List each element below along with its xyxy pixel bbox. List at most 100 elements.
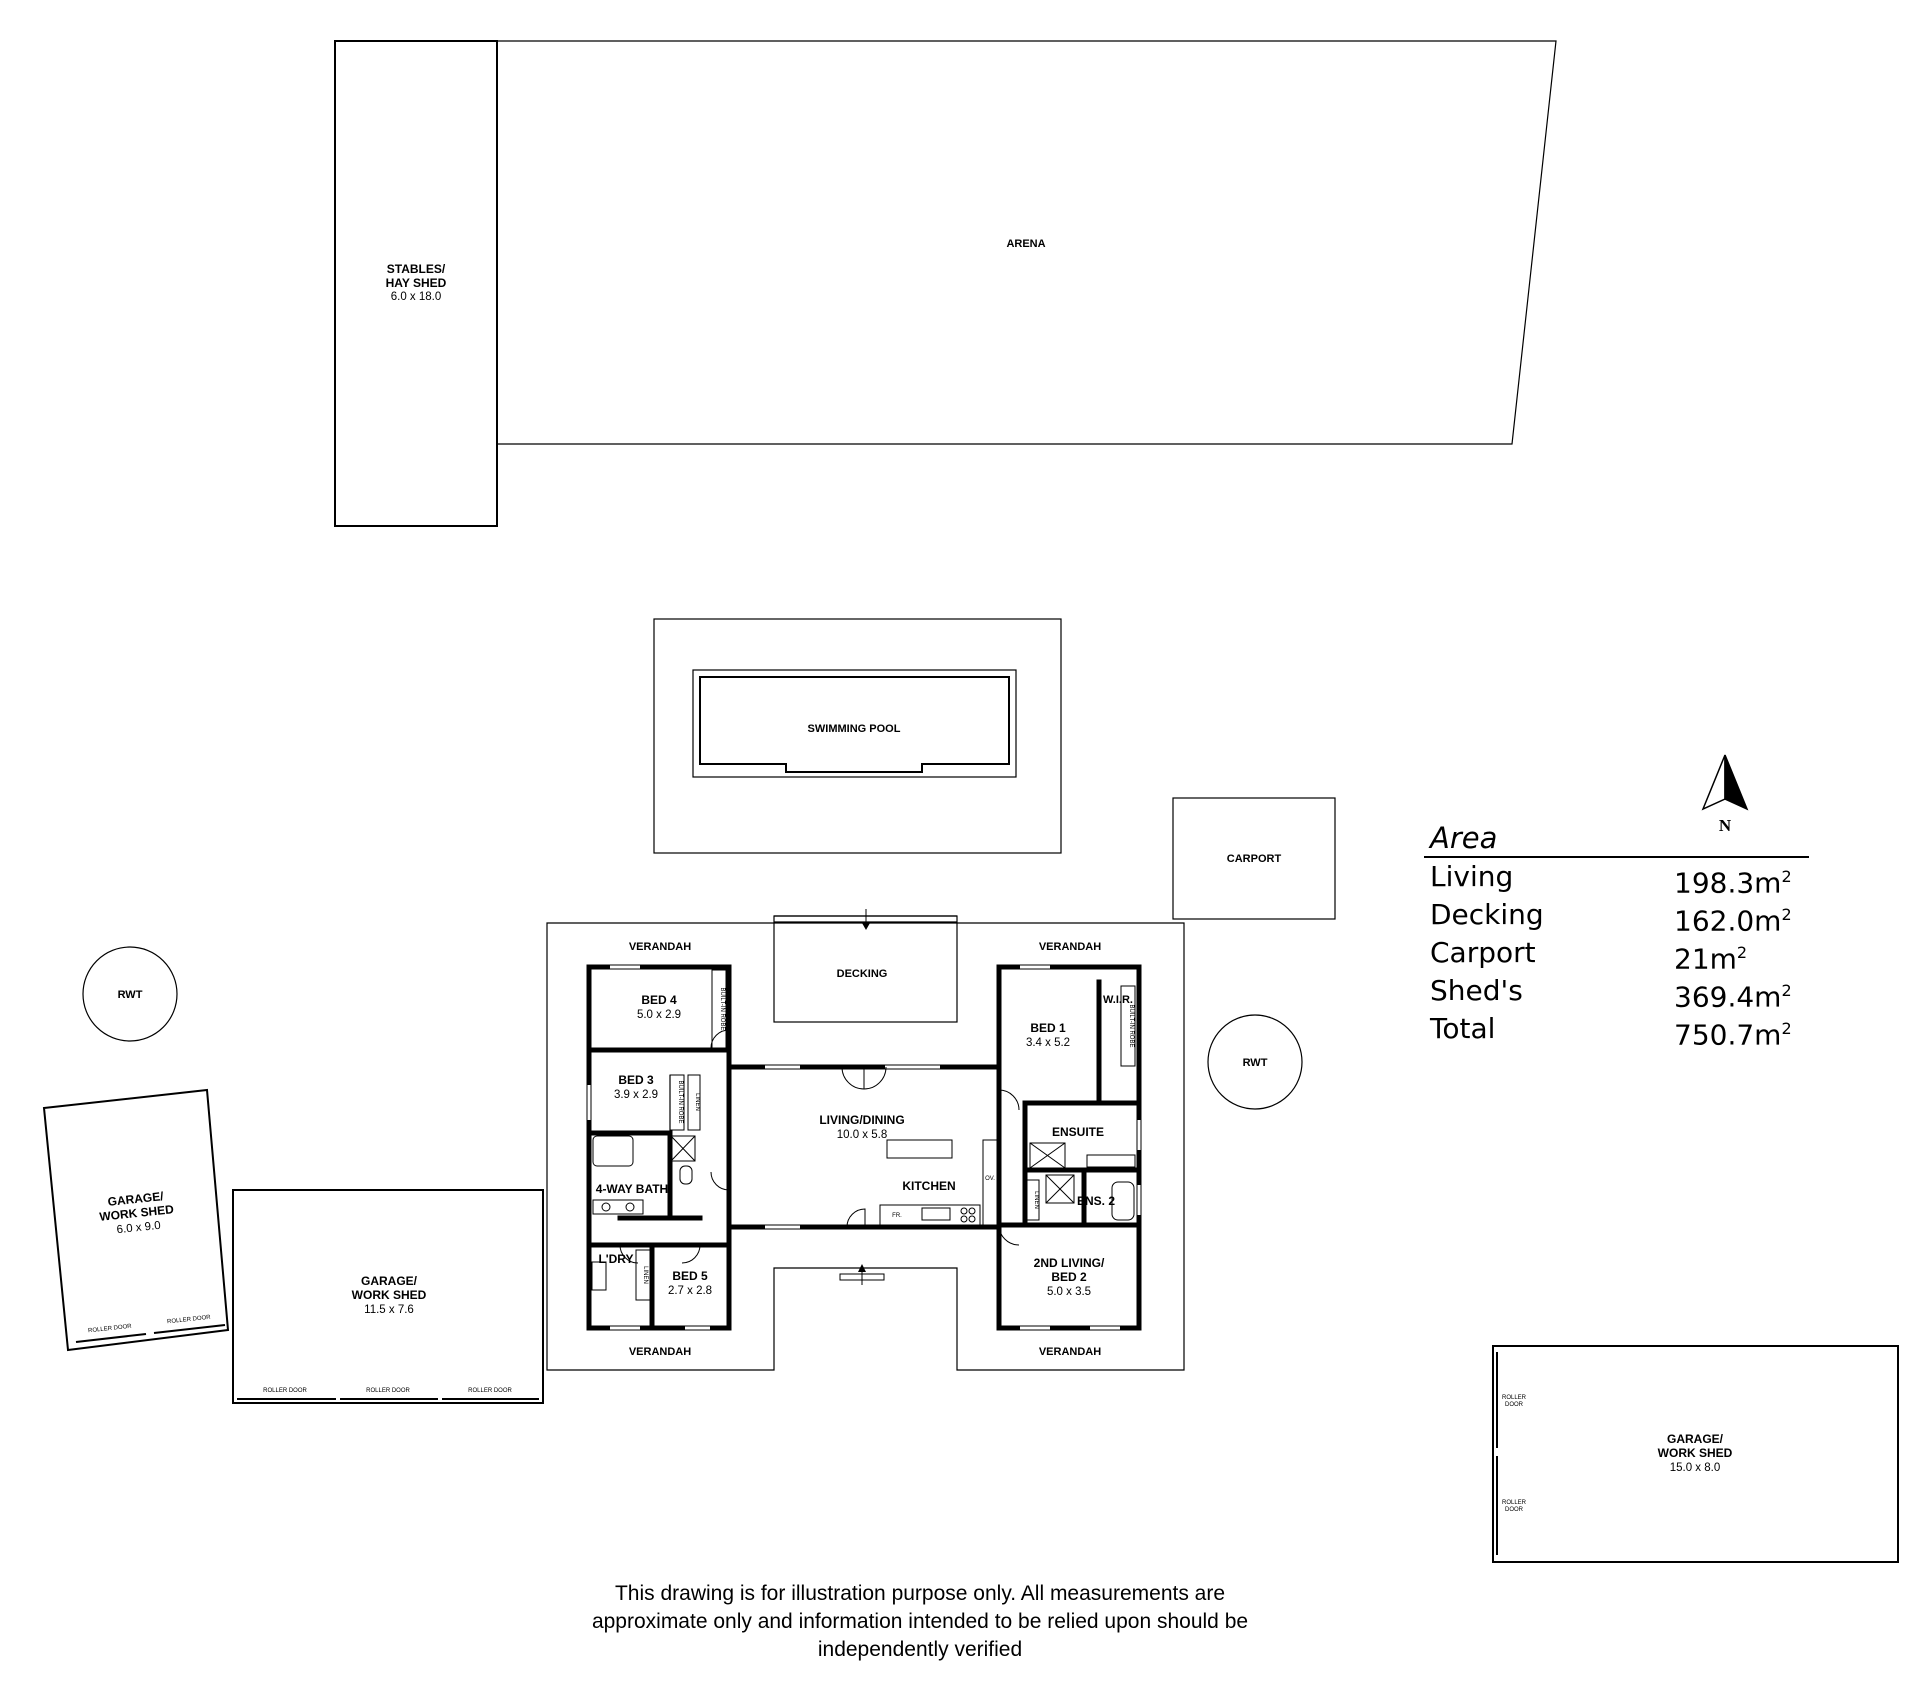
garage-a-dims: 6.0 x 9.0 xyxy=(116,1220,161,1237)
garage-b-dims: 11.5 x 7.6 xyxy=(364,1304,414,1316)
garage-c-label: GARAGE/ xyxy=(1667,1432,1724,1446)
bed1-label: BED 1 xyxy=(1030,1021,1066,1035)
living2-label-2: BED 2 xyxy=(1051,1270,1087,1284)
linen-hall xyxy=(1026,1179,1040,1221)
stables-label: STABLES/ xyxy=(387,262,446,276)
disclaimer-line: This drawing is for illustration purpose… xyxy=(614,1582,1226,1605)
garage-a-door-label-2: ROLLER DOOR xyxy=(167,1315,212,1326)
ens2-label: ENS. 2 xyxy=(1077,1194,1115,1208)
area-row-name: Decking xyxy=(1430,898,1544,931)
pool-water xyxy=(699,676,1010,773)
bath-basin xyxy=(601,1202,611,1212)
pantry xyxy=(982,1139,998,1226)
bathtub xyxy=(592,1135,634,1167)
bath-shower-x2 xyxy=(670,1135,696,1162)
verandah-top-right-label: VERANDAH xyxy=(1039,941,1101,953)
verandah-bottom-right-label: VERANDAH xyxy=(1039,1346,1101,1358)
robe-bed4 xyxy=(711,969,727,1049)
garage-c-dims: 15.0 x 8.0 xyxy=(1670,1462,1721,1474)
area-row-name: Carport xyxy=(1430,936,1536,969)
entry-arrow-top-head xyxy=(862,923,870,930)
garage-a-door xyxy=(75,1333,147,1343)
kitchen-bench xyxy=(879,1204,981,1226)
pool-surround xyxy=(653,618,1062,854)
laundry-label: L'DRY xyxy=(598,1252,633,1266)
north-arrow-icon: N xyxy=(1701,754,1749,833)
carport-outline xyxy=(1172,797,1336,920)
area-row-living: Living 198.3m2 xyxy=(1424,858,1809,899)
bath-shower xyxy=(670,1135,696,1162)
robe-bed1 xyxy=(1120,985,1136,1067)
garage-c-outline xyxy=(1492,1345,1899,1563)
cooktop-2 xyxy=(968,1207,976,1215)
living-dims: 10.0 x 5.8 xyxy=(837,1129,888,1141)
bed3-label: BED 3 xyxy=(618,1073,654,1087)
living2-label: 2ND LIVING/ xyxy=(1034,1256,1105,1270)
north-label: N xyxy=(1719,816,1732,833)
disclaimer-line: independently verified xyxy=(817,1638,1023,1661)
area-row-total: Total 750.7m2 xyxy=(1424,1010,1809,1051)
garage-c-door-label-2: ROLLER xyxy=(1502,1500,1527,1506)
garage-b-label-2: WORK SHED xyxy=(352,1288,427,1302)
bed4-label: BED 4 xyxy=(641,993,677,1007)
area-row-decking: Decking 162.0m2 xyxy=(1424,896,1809,937)
bath-vanity xyxy=(592,1199,644,1215)
kitchen-island xyxy=(886,1139,953,1159)
garage-b-label: GARAGE/ xyxy=(361,1274,418,1288)
kitchen-sink xyxy=(921,1207,951,1221)
bed3-dims: 3.9 x 2.9 xyxy=(614,1089,658,1101)
cooktop-4 xyxy=(968,1215,976,1223)
bath-basin-2 xyxy=(625,1202,635,1212)
door-swing xyxy=(846,1208,866,1228)
kitchen-label: KITCHEN xyxy=(902,1179,955,1193)
ens2-bath xyxy=(1111,1181,1135,1221)
cooktop xyxy=(960,1207,968,1215)
linen-bed3-label: LINEN xyxy=(694,1093,700,1111)
arena-outline xyxy=(496,40,1557,445)
garage-a-door-2 xyxy=(153,1324,226,1334)
bath-label: 4-WAY BATH xyxy=(596,1182,668,1196)
oven-label: OV. xyxy=(985,1176,995,1182)
garage-a-outline xyxy=(42,1088,230,1352)
fridge-label: FR. xyxy=(892,1213,902,1219)
living-label: LIVING/DINING xyxy=(819,1113,904,1127)
rwt-right-tank xyxy=(1207,1014,1303,1110)
door-swing xyxy=(863,1066,887,1090)
laundry-tub xyxy=(591,1261,607,1291)
bed4-dims: 5.0 x 2.9 xyxy=(637,1009,681,1021)
rwt-left-tank xyxy=(82,946,178,1042)
garage-a-door-label: ROLLER DOOR xyxy=(88,1324,133,1335)
bed5-label: BED 5 xyxy=(672,1269,708,1283)
robe-bed3-label: BUILT-IN ROBE xyxy=(677,1081,683,1124)
area-table: Area Living 198.3m2 Decking 162.0m2 Carp… xyxy=(1424,818,1809,1051)
bed1-dims: 3.4 x 5.2 xyxy=(1026,1037,1070,1049)
ensuite-shower xyxy=(1029,1142,1066,1169)
door-swing xyxy=(710,1171,730,1191)
garage-c-label-2: WORK SHED xyxy=(1658,1446,1733,1460)
pool-label: SWIMMING POOL xyxy=(808,723,901,735)
bed5-dims: 2.7 x 2.8 xyxy=(668,1285,712,1297)
area-row-value: 21m2 xyxy=(1674,942,1748,976)
robe-bed1-label: BUILT-IN ROBE xyxy=(1128,1005,1134,1048)
living2-dims: 5.0 x 3.5 xyxy=(1047,1286,1091,1298)
door-swing xyxy=(681,1244,701,1264)
pool-coping xyxy=(692,669,1017,778)
robe-bed4-label: BUILT-IN ROBE xyxy=(719,988,725,1031)
area-row-sheds: Shed's 369.4m2 xyxy=(1424,972,1809,1013)
area-title: Area xyxy=(1424,818,1809,858)
rwt-left-label: RWT xyxy=(118,989,143,1001)
area-row-name: Total xyxy=(1430,1012,1496,1045)
verandah-bottom-left-label: VERANDAH xyxy=(629,1346,691,1358)
arena-label: ARENA xyxy=(1006,238,1045,250)
area-row-carport: Carport 21m2 xyxy=(1424,934,1809,976)
verandah-outline xyxy=(546,922,1185,1371)
garage-c-door-label: ROLLER xyxy=(1502,1395,1527,1401)
ensuite-label: ENSUITE xyxy=(1052,1125,1104,1139)
carport-label: CARPORT xyxy=(1227,853,1282,865)
left-wing-walls xyxy=(586,964,732,1331)
garage-a-label: GARAGE/ xyxy=(107,1189,165,1209)
garage-b-door-label-3: ROLLER DOOR xyxy=(468,1388,512,1394)
door-swing xyxy=(998,1224,1020,1246)
bath-toilet xyxy=(679,1165,693,1185)
robe-bed3 xyxy=(669,1074,685,1131)
